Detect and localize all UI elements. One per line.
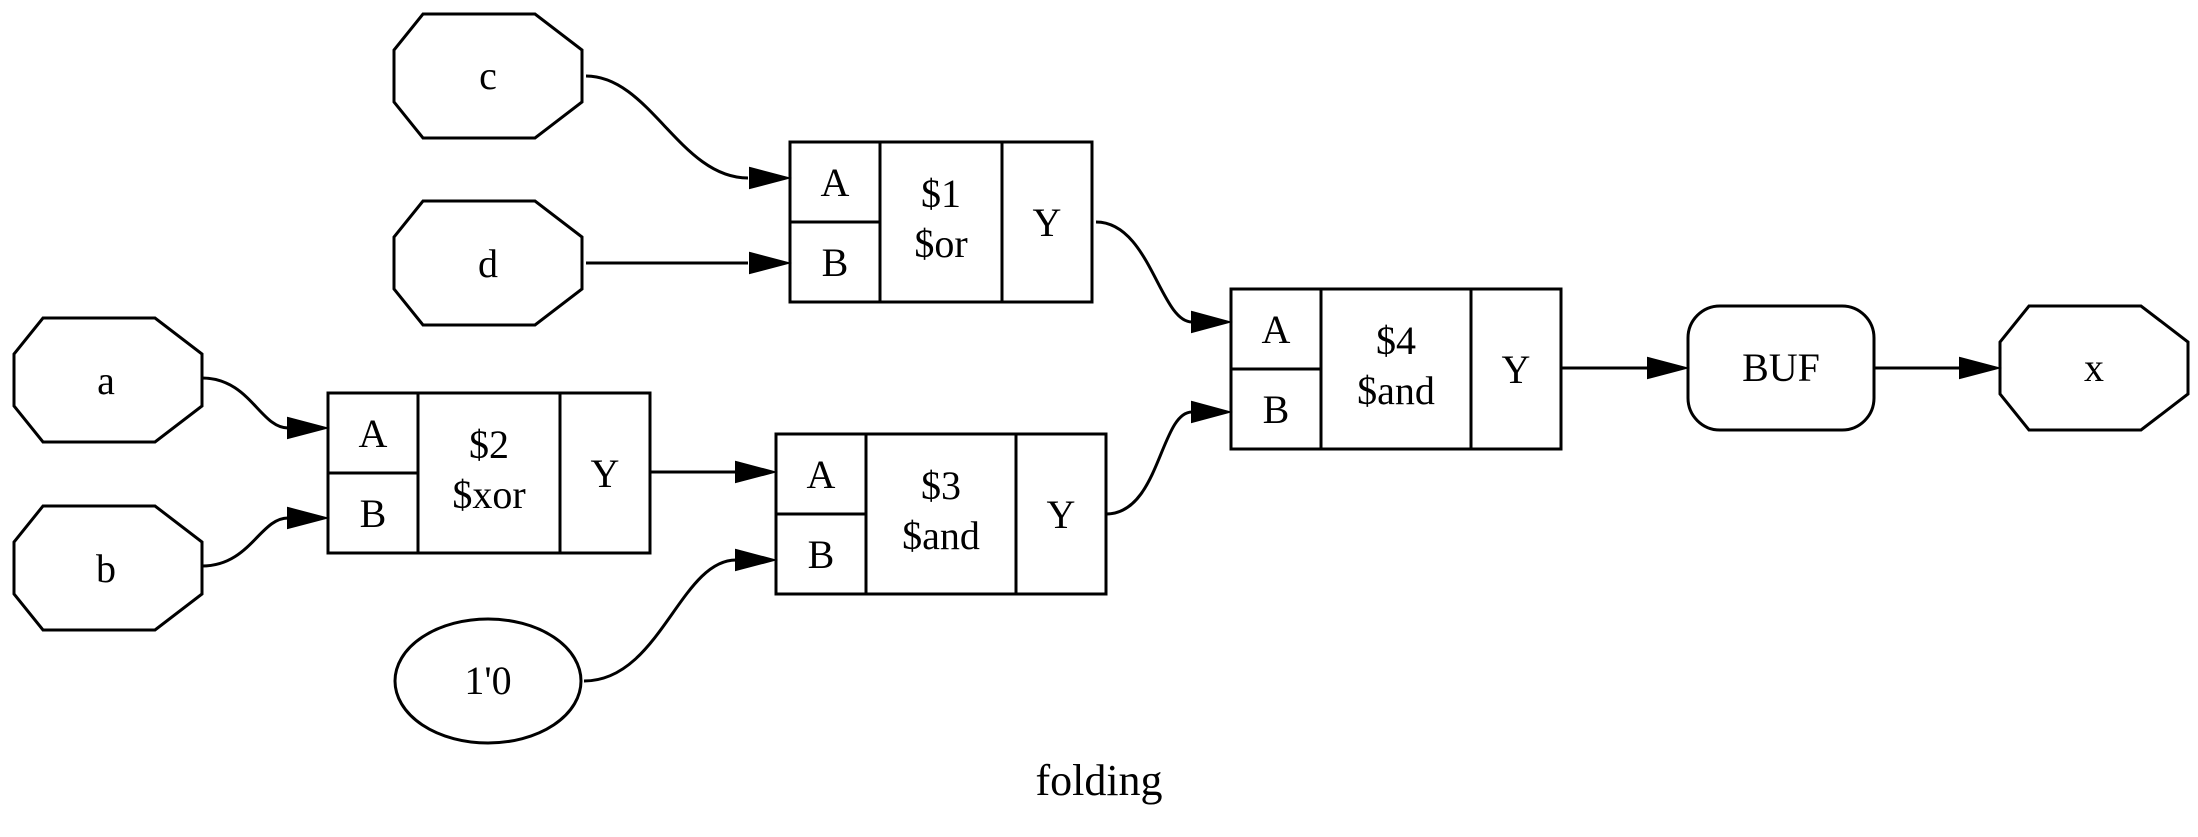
wire-d-to-or1-b [586, 251, 792, 275]
cell-xor2-port-y: Y [591, 451, 620, 496]
port-c: c [392, 12, 584, 140]
cell-and4-port-b: B [1263, 387, 1290, 432]
constant-node: 1'0 [393, 617, 583, 745]
port-a-label: a [97, 358, 115, 403]
wire-or1-to-and4-a [1095, 220, 1233, 334]
cell-or1-port-y: Y [1033, 200, 1062, 245]
cell-or1: A B $1 $or Y [788, 140, 1094, 304]
cell-xor2-port-b: B [360, 491, 387, 536]
buffer-node: BUF [1686, 304, 1876, 432]
constant-label: 1'0 [464, 658, 511, 703]
port-x-label: x [2084, 345, 2104, 390]
cell-and3-type: $and [902, 513, 980, 558]
buffer-label: BUF [1742, 345, 1820, 390]
wire-buf-to-x [1874, 356, 2002, 380]
port-a: a [12, 316, 204, 444]
cell-and4-port-a: A [1262, 307, 1291, 352]
cell-and3-id: $3 [921, 463, 961, 508]
cell-and4-type: $and [1357, 368, 1435, 413]
cell-xor2-type: $xor [452, 472, 525, 517]
cell-and3-port-b: B [808, 532, 835, 577]
port-x: x [1998, 304, 2190, 432]
cell-and3-port-y: Y [1047, 492, 1076, 537]
cell-and4-id: $4 [1376, 318, 1416, 363]
port-c-label: c [479, 53, 497, 98]
diagram-title: folding [1035, 756, 1162, 805]
cell-xor2-id: $2 [469, 422, 509, 467]
cell-and4-port-y: Y [1502, 347, 1531, 392]
port-b: b [12, 504, 204, 632]
cell-and4: A B $4 $and Y [1229, 287, 1563, 451]
cell-or1-port-b: B [822, 240, 849, 285]
wire-and4-to-buf [1561, 356, 1690, 380]
cell-and3-port-a: A [807, 452, 836, 497]
cell-xor2-port-a: A [359, 411, 388, 456]
wire-b-to-xor2-b [201, 506, 330, 568]
wire-xor2-to-and3-a [650, 460, 778, 484]
port-b-label: b [96, 546, 116, 591]
cell-or1-id: $1 [921, 171, 961, 216]
wire-and3-to-and4-b [1105, 400, 1233, 516]
wire-a-to-xor2-a [201, 376, 330, 440]
cell-xor2: A B $2 $xor Y [326, 391, 652, 555]
port-d: d [392, 199, 584, 327]
cell-or1-port-a: A [821, 160, 850, 205]
cell-or1-type: $or [914, 221, 967, 266]
wire-const-to-and3-b [583, 548, 778, 683]
wire-c-to-or1-a [585, 74, 792, 190]
port-d-label: d [478, 241, 498, 286]
cell-and3: A B $3 $and Y [774, 432, 1108, 596]
